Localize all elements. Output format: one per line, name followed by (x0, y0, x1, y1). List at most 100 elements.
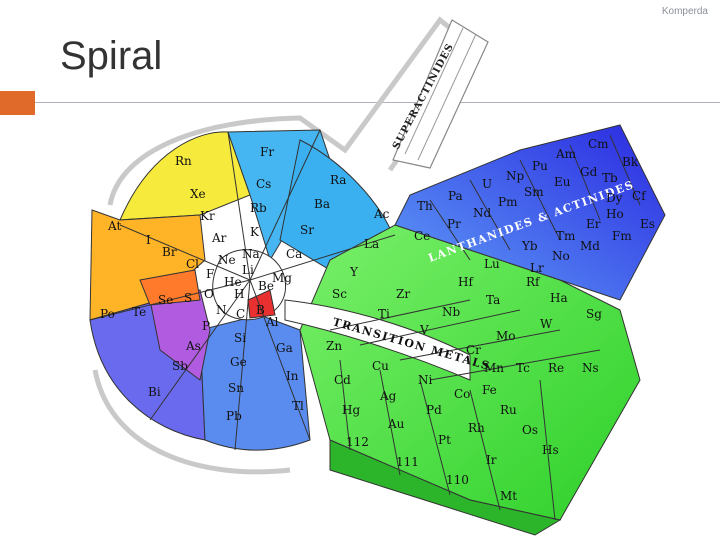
el-Cs: Cs (256, 177, 271, 191)
el-In: In (286, 369, 299, 383)
el-Sr: Sr (300, 223, 314, 237)
el-Rf: Rf (526, 275, 541, 289)
el-Fr: Fr (260, 145, 274, 159)
el-Eu: Eu (554, 175, 571, 189)
el-Be: Be (258, 279, 274, 293)
el-Y: Y (349, 265, 359, 279)
el-As: As (185, 339, 201, 353)
el-Zr: Zr (396, 287, 410, 301)
el-Sm: Sm (524, 185, 544, 199)
el-Po: Po (100, 307, 115, 321)
el-Md: Md (580, 239, 600, 253)
el-Mg: Mg (272, 271, 292, 285)
el-Ge: Ge (230, 355, 247, 369)
el-Cu: Cu (372, 359, 389, 373)
el-Pu: Pu (532, 159, 548, 173)
el-Ir: Ir (486, 453, 497, 467)
el-I: I (146, 233, 151, 247)
el-Fm: Fm (612, 229, 632, 243)
el-N: N (216, 303, 227, 317)
el-Lr: Lr (530, 261, 544, 275)
el-Tm: Tm (556, 229, 576, 243)
el-Th: Th (417, 199, 433, 213)
el-Kr: Kr (200, 209, 215, 223)
el-Ni: Ni (418, 373, 433, 387)
el-He: He (224, 275, 242, 289)
el-Cr: Cr (466, 343, 481, 357)
el-C: C (236, 307, 245, 321)
el-V: V (419, 323, 429, 337)
el-Rb: Rb (250, 201, 267, 215)
el-Se: Se (158, 293, 173, 307)
el-Hg: Hg (342, 403, 360, 417)
lanthanide-band (394, 124, 666, 301)
el-Bk: Bk (622, 155, 639, 169)
el-E111: 111 (396, 455, 419, 469)
el-Hs: Hs (542, 443, 559, 457)
sector-top-yellow (119, 131, 251, 221)
el-Pa: Pa (448, 189, 463, 203)
el-Ho: Ho (606, 207, 624, 221)
el-U: U (482, 177, 492, 191)
sector-boron-blue (199, 314, 311, 451)
el-Pt: Pt (438, 433, 451, 447)
superactinides-band: SUPERACTINIDES (391, 19, 489, 169)
el-Re: Re (548, 361, 564, 375)
el-Cf: Cf (632, 189, 647, 203)
el-Pb: Pb (226, 409, 242, 423)
el-Ba: Ba (314, 197, 330, 211)
el-Al: Al (265, 315, 279, 329)
el-K: K (250, 225, 260, 239)
el-No: No (552, 249, 570, 263)
el-Nb: Nb (442, 305, 461, 319)
el-S: S (184, 291, 192, 305)
el-Mo: Mo (496, 329, 516, 343)
el-Li: Li (242, 263, 254, 277)
el-Lu: Lu (484, 257, 500, 271)
el-Ta: Ta (486, 293, 500, 307)
el-Ru: Ru (500, 403, 517, 417)
el-Co: Co (454, 387, 470, 401)
el-Bi: Bi (148, 385, 161, 399)
el-Mn: Mn (484, 361, 504, 375)
el-Ar: Ar (211, 231, 227, 245)
el-La: La (364, 237, 379, 251)
transition-shelf (329, 439, 562, 536)
el-Dy: Dy (606, 191, 623, 205)
el-Np: Np (506, 169, 525, 183)
brand-label: Komperda (661, 6, 708, 17)
el-Yb: Yb (521, 239, 538, 253)
el-F: F (206, 267, 214, 281)
el-O: O (204, 287, 214, 301)
spokes (89, 129, 641, 521)
el-Xe: Xe (190, 187, 206, 201)
el-Nd: Nd (473, 206, 492, 220)
el-Am: Am (555, 147, 577, 161)
el-Cd: Cd (334, 373, 351, 387)
el-Ra: Ra (330, 173, 346, 187)
el-E110: 110 (446, 473, 469, 487)
el-Ag: Ag (379, 389, 397, 403)
el-Ti: Ti (378, 307, 390, 321)
el-Gd: Gd (580, 165, 598, 179)
el-Rh: Rh (468, 421, 485, 435)
el-Cm: Cm (588, 137, 609, 151)
el-Fe: Fe (482, 383, 497, 397)
el-Hf: Hf (458, 275, 474, 289)
el-Ce: Ce (414, 229, 430, 243)
el-Au: Au (387, 417, 405, 431)
el-Tb: Tb (602, 171, 618, 185)
el-W: W (540, 317, 553, 331)
el-B: B (256, 303, 265, 317)
el-Br: Br (162, 245, 177, 259)
el-Si: Si (234, 331, 246, 345)
el-Tl: Tl (292, 399, 304, 413)
cell-B-red (247, 289, 276, 319)
el-Sc: Sc (332, 287, 347, 301)
el-Ca: Ca (286, 247, 302, 261)
el-At: At (107, 219, 121, 233)
el-E112: 112 (346, 435, 369, 449)
el-Ns: Ns (582, 361, 599, 375)
el-Te: Te (132, 305, 146, 319)
